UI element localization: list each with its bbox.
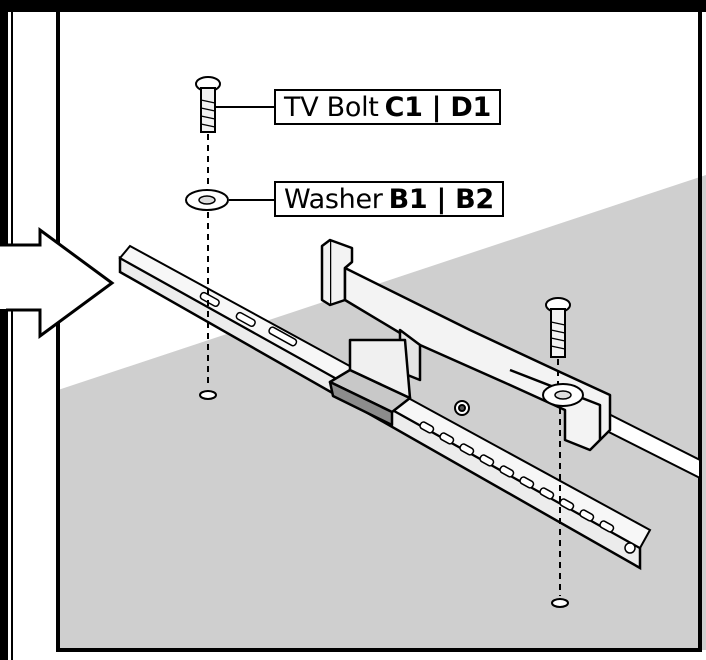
- wall-post-outline: [0, 12, 8, 660]
- tv-bolt-codes: C1 | D1: [384, 92, 492, 123]
- washer-codes: B1 | B2: [388, 184, 495, 215]
- washer-name: Washer: [284, 184, 383, 215]
- left-bolt-assembly: [185, 76, 229, 400]
- rail-knob: [454, 400, 470, 416]
- right-bolt-assembly: [542, 297, 584, 608]
- panel-frame: [56, 12, 702, 652]
- washer-right: [542, 383, 584, 407]
- mount-hole-left: [199, 390, 217, 400]
- top-frame: [0, 0, 706, 12]
- tv-bolt-name: TV Bolt: [284, 92, 379, 123]
- tv-bolt-left: [195, 76, 221, 133]
- washer-left: [185, 189, 229, 211]
- mount-hole-right: [551, 598, 569, 608]
- direction-arrow: [0, 227, 115, 339]
- adjustment-handle: [328, 338, 412, 427]
- hook-bracket: [320, 238, 612, 452]
- tv-bolt-right: [545, 297, 571, 358]
